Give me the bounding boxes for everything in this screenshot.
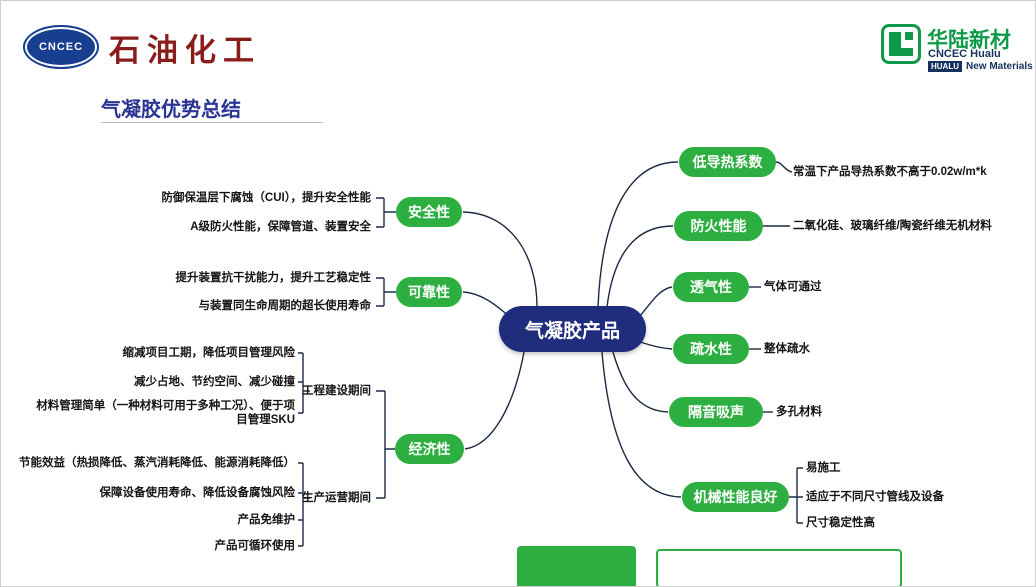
leaf-text: 整体疏水 (764, 343, 810, 355)
leaf-text: A级防火性能，保障管道、装置安全 (190, 221, 371, 233)
leaf-text: 提升装置抗干扰能力，提升工艺稳定性 (175, 272, 372, 284)
right-ticks (749, 161, 803, 524)
hualu-tagline: HUALU New Materials (928, 61, 1033, 72)
leaf-text: 材料管理简单（一种材料可用于多种工况）、便于项目管理SKU (36, 400, 295, 426)
bottom-outlined-block (656, 549, 902, 586)
leaf-text: 多孔材料 (776, 406, 822, 418)
hualu-logo-icon (881, 24, 921, 64)
leaf-text: 节能效益（热损降低、蒸汽消耗降低、能源消耗降低） (19, 457, 295, 469)
branch-pill-economy: 经济性 (395, 434, 464, 464)
branch-pill-reliability: 可靠性 (396, 277, 462, 307)
left-brackets (298, 197, 396, 547)
title-underline (101, 122, 323, 123)
leaf-text: 常温下产品导热系数不高于0.02w/m*k (793, 166, 987, 178)
branch-pill-low-thermal-conductivity: 低导热系数 (679, 147, 776, 177)
group-label-construction-phase: 工程建设期间 (302, 385, 371, 397)
hualu-name-cn: 华陆新材 (927, 29, 1011, 52)
cncec-logo: CNCEC (23, 25, 99, 69)
branch-pill-hydrophobicity: 疏水性 (673, 334, 749, 364)
bottom-green-block (517, 546, 636, 586)
leaf-text: 保障设备使用寿命、降低设备腐蚀风险 (99, 487, 296, 499)
leaf-text: 二氧化硅、玻璃纤维/陶瓷纤维无机材料 (793, 220, 992, 232)
branch-pill-sound-absorption: 隔音吸声 (669, 397, 763, 427)
petrochemical-calligraphy: 石油化工 (109, 33, 261, 68)
leaf-text: 防御保温层下腐蚀（CUI），提升安全性能 (161, 192, 371, 204)
leaf-text: 产品可循环使用 (214, 540, 296, 552)
hualu-badge: HUALU (928, 61, 962, 72)
leaf-text: 减少占地、节约空间、减少碰撞 (134, 376, 295, 388)
branch-pill-fire-resistance: 防火性能 (674, 211, 763, 241)
center-to-right-curves (597, 161, 682, 498)
hualu-icon-shape (905, 32, 913, 40)
leaf-text: 与装置同生命周期的超长使用寿命 (198, 300, 372, 312)
leaf-text: 产品免维护 (237, 514, 296, 526)
branch-pill-breathability: 透气性 (673, 272, 749, 302)
cncec-logo-text: CNCEC (38, 41, 84, 53)
branch-pill-safety: 安全性 (396, 197, 462, 227)
center-node-aerogel-product: 气凝胶产品 (499, 306, 646, 352)
leaf-text: 易施工 (806, 462, 841, 474)
hualu-tagline-text: New Materials (966, 61, 1033, 72)
hualu-icon-shape (889, 48, 913, 56)
leaf-text: 气体可通过 (764, 281, 822, 293)
page-title: 气凝胶优势总结 (101, 99, 241, 121)
leaf-text: 尺寸稳定性高 (806, 517, 875, 529)
hualu-name-en: CNCEC Hualu (928, 48, 1001, 60)
leaf-text: 缩减项目工期，降低项目管理风险 (122, 347, 296, 359)
branch-pill-mechanical-properties: 机械性能良好 (682, 482, 789, 512)
group-label-operation-phase: 生产运营期间 (302, 492, 371, 504)
leaf-text: 适应于不同尺寸管线及设备 (806, 491, 944, 503)
